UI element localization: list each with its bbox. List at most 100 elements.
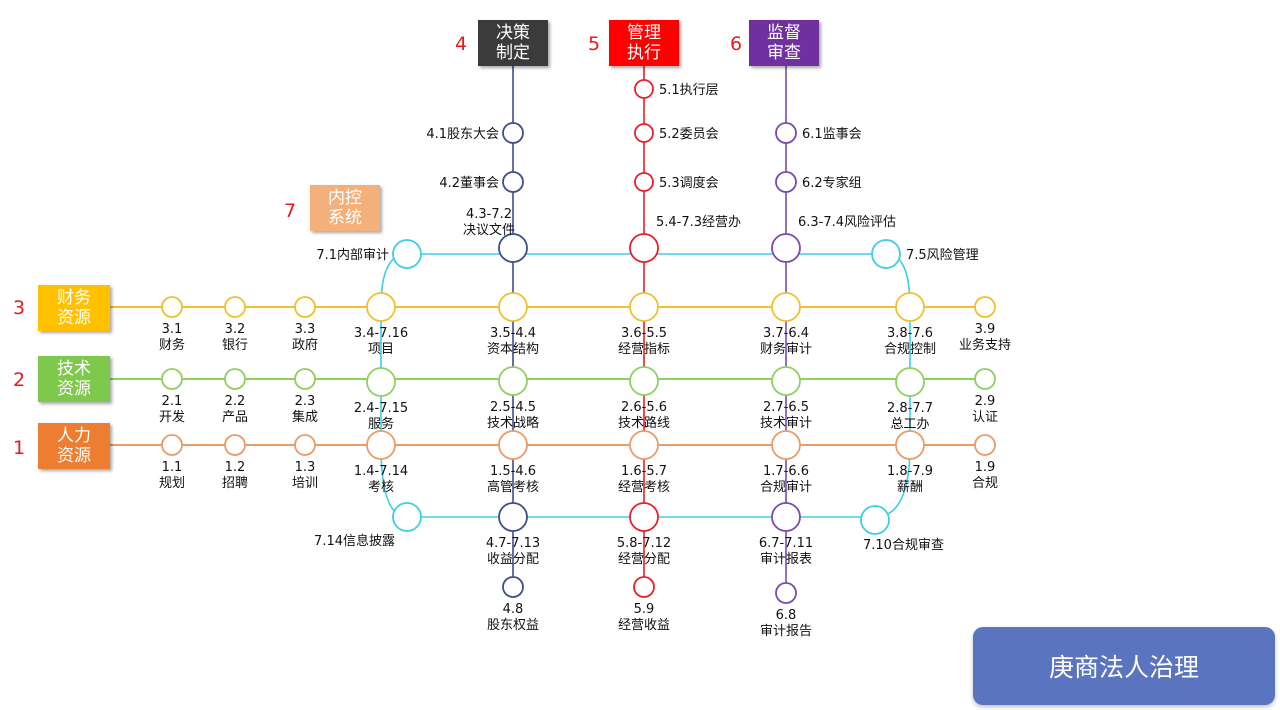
station-label-s5-9-0: 5.9 [634, 602, 655, 617]
station-s2-6[interactable] [629, 366, 659, 396]
station-s6-8[interactable] [775, 582, 797, 604]
line-number-supervision: 6 [730, 33, 743, 55]
station-s3-7[interactable] [771, 292, 801, 322]
station-s4-8[interactable] [502, 576, 524, 598]
line-number-tech: 2 [13, 369, 26, 391]
station-s4-7[interactable] [498, 502, 528, 532]
station-s2-1[interactable] [161, 368, 183, 390]
station-label-s7-5: 7.5风险管理 [906, 248, 979, 263]
station-s1-5[interactable] [498, 430, 528, 460]
stations [161, 79, 996, 604]
station-s7-14[interactable] [392, 502, 422, 532]
station-label-s1-5-0: 1.5-4.6 [490, 464, 536, 479]
line-badge-decision[interactable]: 决策 制定 [478, 20, 548, 66]
station-s6-3[interactable] [771, 233, 801, 263]
line-badge-hr-text: 人力 资源 [57, 426, 91, 466]
station-s1-8[interactable] [895, 430, 925, 460]
station-label-s2-2-0: 2.2 [225, 394, 246, 409]
station-label-s2-4-0: 2.4-7.15 [354, 401, 408, 416]
station-label-s1-6-1: 经营考核 [618, 480, 670, 495]
station-label-s3-8-1: 合规控制 [884, 342, 936, 357]
station-s1-2[interactable] [224, 434, 246, 456]
station-label-s1-2-1: 招聘 [222, 476, 248, 491]
line-number-internal-control: 7 [284, 200, 297, 222]
station-label-s1-6-0: 1.6-5.7 [621, 464, 667, 479]
station-s7-5[interactable] [871, 239, 901, 269]
station-label-s4-8-1: 股东权益 [487, 617, 539, 633]
station-s1-6[interactable] [629, 430, 659, 460]
station-label-s1-8-0: 1.8-7.9 [887, 464, 933, 479]
station-label-s3-9-1: 业务支持 [959, 337, 1011, 353]
station-label-s3-6-0: 3.6-5.5 [621, 326, 667, 341]
station-label-s2-6-0: 2.6-5.6 [621, 400, 667, 415]
station-label-s4-2: 4.2董事会 [439, 176, 499, 191]
station-labels: 4.1股东大会4.2董事会4.3-7.2决议文件4.7-7.13收益分配4.8股… [159, 83, 1011, 639]
station-s5-9[interactable] [633, 576, 655, 598]
station-label-s3-3-0: 3.3 [295, 322, 316, 337]
station-s3-4[interactable] [366, 292, 396, 322]
station-label-s2-3-1: 集成 [292, 409, 318, 425]
station-s2-7[interactable] [771, 366, 801, 396]
station-s6-7[interactable] [771, 502, 801, 532]
station-s2-8[interactable] [895, 367, 925, 397]
station-s5-1[interactable] [634, 79, 654, 99]
station-s2-2[interactable] [224, 368, 246, 390]
station-s1-4[interactable] [366, 430, 396, 460]
station-label-s1-1-1: 规划 [159, 476, 185, 491]
station-s5-4[interactable] [629, 233, 659, 263]
line-badge-internal-control[interactable]: 内控 系统 [310, 185, 380, 231]
station-label-s3-6-1: 经营指标 [618, 342, 670, 357]
line-badge-internal-control-text: 内控 系统 [328, 188, 362, 228]
station-s3-2[interactable] [224, 296, 246, 318]
station-s5-8[interactable] [629, 502, 659, 532]
station-s4-3[interactable] [498, 233, 528, 263]
station-label-s2-5-1: 技术战略 [487, 415, 539, 431]
station-s1-1[interactable] [161, 434, 183, 456]
station-label-s6-7-0: 6.7-7.11 [759, 536, 813, 551]
station-s2-3[interactable] [294, 368, 316, 390]
title-card[interactable]: 庚商法人治理 [973, 627, 1275, 705]
station-label-s3-8-0: 3.8-7.6 [887, 326, 933, 341]
station-s6-2[interactable] [775, 171, 797, 193]
line-badge-supervision[interactable]: 监督 审查 [749, 20, 819, 66]
station-s3-6[interactable] [629, 292, 659, 322]
station-label-s1-8-1: 薪酬 [897, 480, 923, 495]
line-badge-finance-text: 财务 资源 [57, 288, 91, 328]
station-s7-1[interactable] [392, 239, 422, 269]
station-s3-8[interactable] [895, 292, 925, 322]
station-s4-2[interactable] [502, 171, 524, 193]
station-label-s3-2-1: 银行 [222, 338, 248, 353]
station-s3-9[interactable] [974, 296, 996, 318]
station-label-s4-7-1: 收益分配 [487, 552, 539, 567]
station-label-s1-5-1: 高管考核 [487, 479, 539, 495]
station-label-s3-4-1: 项目 [368, 342, 394, 357]
station-s2-9[interactable] [974, 368, 996, 390]
line-number-finance: 3 [13, 297, 26, 319]
station-label-s1-9-1: 合规 [972, 476, 998, 491]
station-s1-3[interactable] [294, 434, 316, 456]
line-badge-finance[interactable]: 财务 资源 [38, 285, 110, 331]
line-badge-management-text: 管理 执行 [627, 23, 661, 63]
station-s4-1[interactable] [502, 122, 524, 144]
station-s2-4[interactable] [366, 367, 396, 397]
station-label-s1-7-1: 合规审计 [760, 480, 812, 495]
station-s1-9[interactable] [974, 434, 996, 456]
station-s2-5[interactable] [498, 366, 528, 396]
line-badge-hr[interactable]: 人力 资源 [38, 423, 110, 469]
station-s3-5[interactable] [498, 292, 528, 322]
line-badge-management[interactable]: 管理 执行 [609, 20, 679, 66]
station-s3-3[interactable] [294, 296, 316, 318]
station-s7-10[interactable] [860, 505, 890, 535]
line-badge-tech[interactable]: 技术 资源 [38, 356, 110, 402]
station-label-s4-3-1: 决议文件 [463, 223, 515, 238]
title-card-text: 庚商法人治理 [1048, 653, 1199, 682]
station-s3-1[interactable] [161, 296, 183, 318]
station-label-s2-7-1: 技术审计 [760, 416, 812, 431]
station-s5-3[interactable] [634, 172, 654, 192]
station-s5-2[interactable] [634, 123, 654, 143]
station-label-s5-2: 5.2委员会 [659, 127, 719, 142]
station-s6-1[interactable] [775, 122, 797, 144]
station-label-s5-9-1: 经营收益 [618, 618, 670, 633]
station-label-s2-6-1: 技术路线 [618, 415, 670, 431]
station-s1-7[interactable] [771, 430, 801, 460]
